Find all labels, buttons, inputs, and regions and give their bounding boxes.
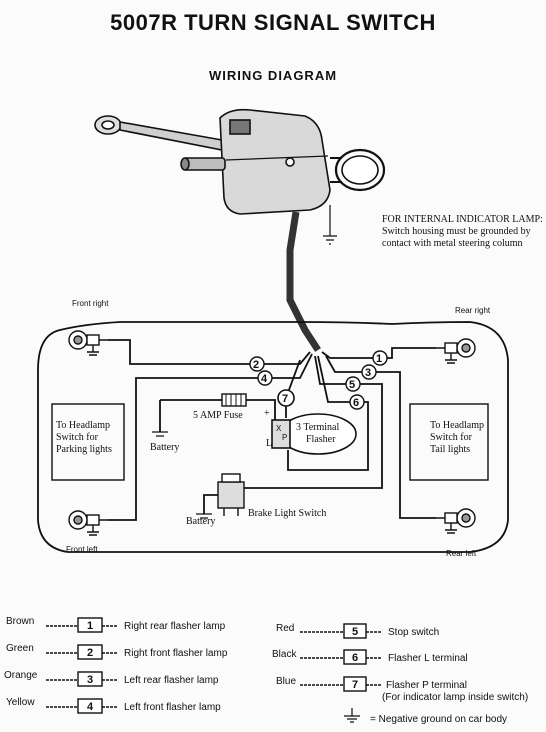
legend-desc-7: Flasher P terminal [386,680,467,691]
flasher-component [271,389,357,455]
legend-row-green: Green 2 Right front flasher lamp [6,643,228,660]
fuse-label: 5 AMP Fuse [193,410,243,421]
terminal-4-label: 4 [261,373,268,385]
legend-desc-4: Left front flasher lamp [124,702,221,713]
legend-row-red: Red 5 Stop switch [276,623,439,639]
terminal-6-label: 6 [353,397,359,409]
legend-left: Brown 1 Right rear flasher lamp Green 2 … [4,616,228,714]
battery-top-label: Battery [150,442,179,453]
parking-box-line-2: Switch for [56,432,99,443]
front-right-lamp [68,330,108,356]
headlamp-tail-box [409,403,489,481]
headlamp-parking-box [51,403,125,481]
tail-box-line-3: Tail lights [430,444,470,455]
legend-num-3: 3 [87,674,93,686]
brake-light-switch [217,473,245,516]
legend-row-black: Black 6 Flasher L terminal [272,649,468,665]
legend-color-black: Black [272,649,297,660]
corner-rear-right: Rear right [455,306,491,315]
legend-row-blue: Blue 7 Flasher P terminal (For indicator… [276,676,528,703]
car-outline [37,321,509,553]
diagram-subtitle: WIRING DIAGRAM [208,68,338,83]
terminal-7-label: 7 [282,393,288,405]
terminal-2-marker [249,356,265,372]
legend-row-brown: Brown 1 Right rear flasher lamp [6,616,226,633]
flasher-label-1: 3 Terminal [296,422,339,433]
legend-row-orange: Orange 3 Left rear flasher lamp [4,670,219,687]
legend-desc-2: Right front flasher lamp [124,648,228,659]
front-left-lamp [68,510,108,536]
terminal-6-marker [349,394,365,410]
legend-color-yellow: Yellow [6,697,35,708]
legend-num-2: 2 [87,647,93,659]
legend-num-1: 1 [87,620,93,632]
legend-color-brown: Brown [6,616,34,627]
corner-front-left: Front left [66,545,98,554]
note-line-3: contact with metal steering column [382,238,523,249]
fuse-component [221,393,247,407]
terminal-5-marker [345,376,361,392]
terminal-3-label: 3 [365,367,371,379]
tail-box-line-1: To Headlamp [430,420,484,431]
corner-front-right: Front right [72,299,109,308]
legend-desc-5: Stop switch [388,627,439,638]
legend-color-blue: Blue [276,676,296,687]
parking-box-line-1: To Headlamp [56,420,110,431]
legend-num-5: 5 [352,626,358,638]
terminal-1-label: 1 [376,353,382,365]
flasher-l-label: L [266,438,272,449]
legend-row-yellow: Yellow 4 Left front flasher lamp [6,697,221,714]
note-line-2: Switch housing must be grounded by [382,226,531,237]
note-line-1: FOR INTERNAL INDICATOR LAMP: [382,214,543,225]
legend-desc-3: Left rear flasher lamp [124,675,219,686]
legend-ground-row: = Negative ground on car body [344,708,507,725]
legend-desc-6: Flasher L terminal [388,653,468,664]
flasher-label-2: Flasher [306,434,336,445]
legend-color-orange: Orange [4,670,38,681]
legend-num-7: 7 [352,679,358,691]
diagram-title: 5007R TURN SIGNAL SWITCH [110,10,436,35]
rear-right-lamp [436,338,476,364]
terminal-2-label: 2 [253,359,259,371]
brake-switch-label: Brake Light Switch [248,508,326,519]
battery-bottom-label: Battery [186,516,215,527]
legend-num-4: 4 [87,701,94,713]
legend-desc-1: Right rear flasher lamp [124,621,226,632]
rear-left-lamp [436,508,476,534]
corner-rear-left: Rear left [446,549,477,558]
terminal-1-marker [372,350,388,366]
flasher-plus-label: + [264,408,270,419]
legend-num-6: 6 [352,652,358,664]
legend-right: Red 5 Stop switch Black 6 Flasher L term… [272,623,528,725]
parking-box-line-3: Parking lights [56,444,112,455]
legend-desc-7-sub: (For indicator lamp inside switch) [382,692,528,703]
legend-color-red: Red [276,623,294,634]
legend-color-green: Green [6,643,34,654]
ground-note: = Negative ground on car body [370,714,507,725]
ground-symbol-icon [344,708,360,723]
terminal-5-label: 5 [349,379,355,391]
terminal-3-marker [361,364,377,380]
flasher-p-label: P [282,433,287,442]
flasher-x-label: X [276,424,282,433]
terminal-4-marker [257,370,273,386]
turn-signal-switch-drawing [94,108,386,352]
tail-box-line-2: Switch for [430,432,473,443]
